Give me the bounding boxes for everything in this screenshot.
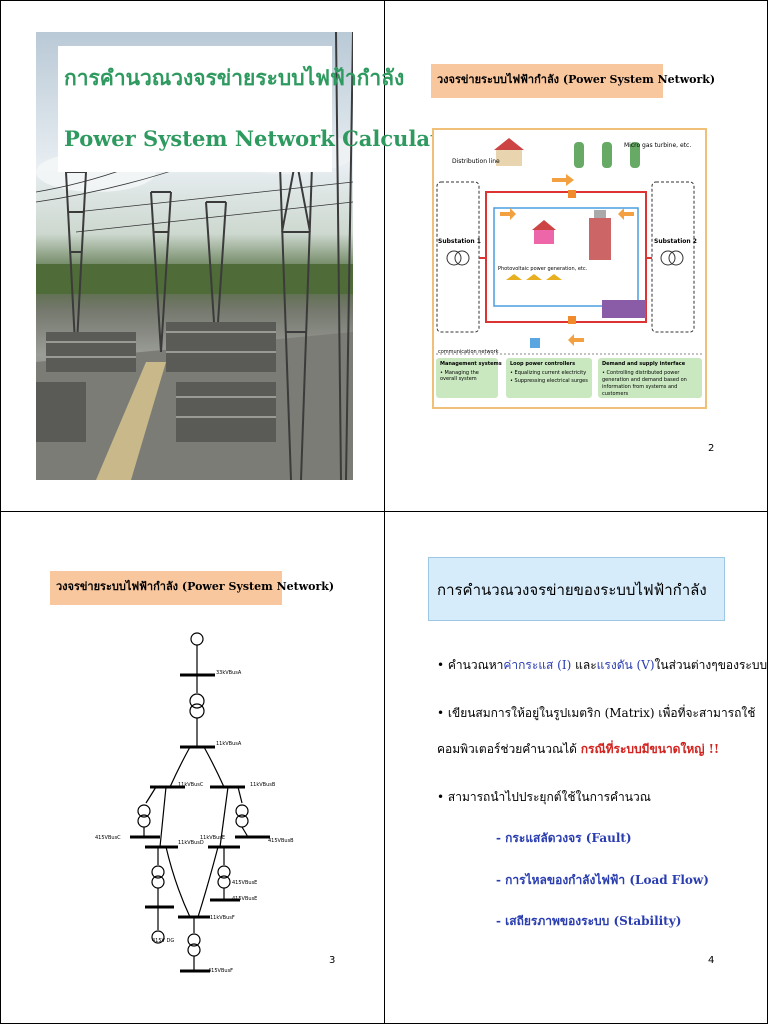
label-management-item: • Managing the overall system [440, 370, 479, 382]
bus-label-11kv-c: 11kVBusC [178, 782, 204, 788]
title-box: การคำนวณวงจรข่ายระบบไฟฟ้ากำลัง Power Sys… [58, 46, 477, 172]
single-line-diagram [130, 632, 270, 973]
label-loop-title: Loop power controllers [510, 361, 576, 367]
label-loop-item-2: • Suppressing electrical surges [510, 378, 588, 384]
label-micro-gas-turbine: Micro gas turbine, etc. [624, 142, 692, 149]
bullet-2-line-1: • เขียนสมการให้อยู่ในรูปเมตริก (Matrix) … [437, 706, 756, 720]
bus-label-11kv-b: 11kVBusB [250, 782, 276, 788]
bullet-1-pre: • คำนวณหา [437, 658, 504, 672]
bullet-2-line-2: คอมพิวเตอร์ช่วยคำนวณได้ กรณีที่ระบบมีขนา… [437, 740, 719, 759]
bullet-1-current: ค่ากระแส (I) [503, 658, 572, 672]
slide3-title: วงจรข่ายระบบไฟฟ้ากำลัง (Power System Net… [50, 571, 334, 605]
bus-label-415v-b: 415VBusB [268, 838, 294, 844]
slide1-title-thai: การคำนวณวงจรข่ายระบบไฟฟ้ากำลัง [64, 65, 405, 90]
vertical-divider [384, 0, 385, 1024]
sub-item-load-flow: - การไหลของกำลังไฟฟ้า (Load Flow) [496, 873, 709, 887]
bus-label-415v-c: 415VBusC [95, 835, 121, 841]
label-substation-1: Substation 1 [438, 238, 481, 245]
label-photovoltaic: Photovoltaic power generation, etc. [498, 266, 588, 272]
slide2-page-number: 2 [708, 443, 715, 454]
sub-item-stability: - เสถียรภาพของระบบ (Stability) [496, 914, 682, 928]
smart-grid-diagram [436, 138, 702, 398]
label-management-title: Management systems [440, 361, 502, 367]
bus-label-415v-e: 415VBusE [232, 896, 258, 902]
sub-item-fault: - กระแสลัดวงจร (Fault) [496, 831, 632, 845]
bullet-1: • คำนวณหาค่ากระแส (I) และแรงดัน (V)ในส่ว… [437, 656, 767, 675]
label-demand-item: • Controlling distributed power generati… [602, 370, 687, 397]
smart-grid-figure: Distribution line Micro gas turbine, etc… [432, 128, 707, 409]
bullet-1-and: และ [571, 658, 597, 672]
horizontal-divider [0, 511, 768, 512]
label-communication-network: communication network [438, 349, 499, 355]
bus-label-415v-e-2: 415VBusE [232, 880, 258, 886]
bus-label-415v-dg: 415V DG [152, 938, 175, 944]
bus-label-11kv-a: 11kVBusA [216, 741, 242, 747]
bullet-2-emphasis: กรณีที่ระบบมีขนาดใหญ่ !! [580, 742, 720, 756]
bullet-2-line-2-text: คอมพิวเตอร์ช่วยคำนวณได้ [437, 742, 581, 756]
label-loop-item-1: • Equalizing current electricity [510, 370, 587, 376]
label-distribution-line: Distribution line [452, 158, 500, 165]
bullet-3: • สามารถนำไปประยุกต์ใช้ในการคำนวณ [437, 790, 651, 804]
slide1-title-english: Power System Network Calculation [64, 126, 477, 151]
bus-label-33kv-a: 33kVBusA [216, 670, 242, 676]
slide3-page-number: 3 [329, 955, 336, 966]
label-substation-2: Substation 2 [654, 238, 697, 245]
bullet-1-post: ในส่วนต่างๆของระบบ [654, 658, 768, 672]
slide2-title: วงจรข่ายระบบไฟฟ้ากำลัง (Power System Net… [431, 64, 715, 98]
bus-label-415v-f: 415VBusF [208, 968, 234, 974]
slide4-heading: การคำนวณวงจรข่ายของระบบไฟฟ้ากำลัง [437, 581, 707, 599]
bullet-1-voltage: แรงดัน (V) [596, 658, 655, 672]
bus-label-11kv-d: 11kVBusD [178, 840, 204, 846]
slide4-heading-box: การคำนวณวงจรข่ายของระบบไฟฟ้ากำลัง [428, 557, 725, 621]
slide4-page-number: 4 [708, 955, 715, 966]
bus-label-11kv-e: 11kVBusE [200, 835, 226, 841]
label-demand-title: Demand and supply interface [602, 361, 686, 367]
bus-label-11kv-f: 11kVBusF [210, 915, 235, 921]
